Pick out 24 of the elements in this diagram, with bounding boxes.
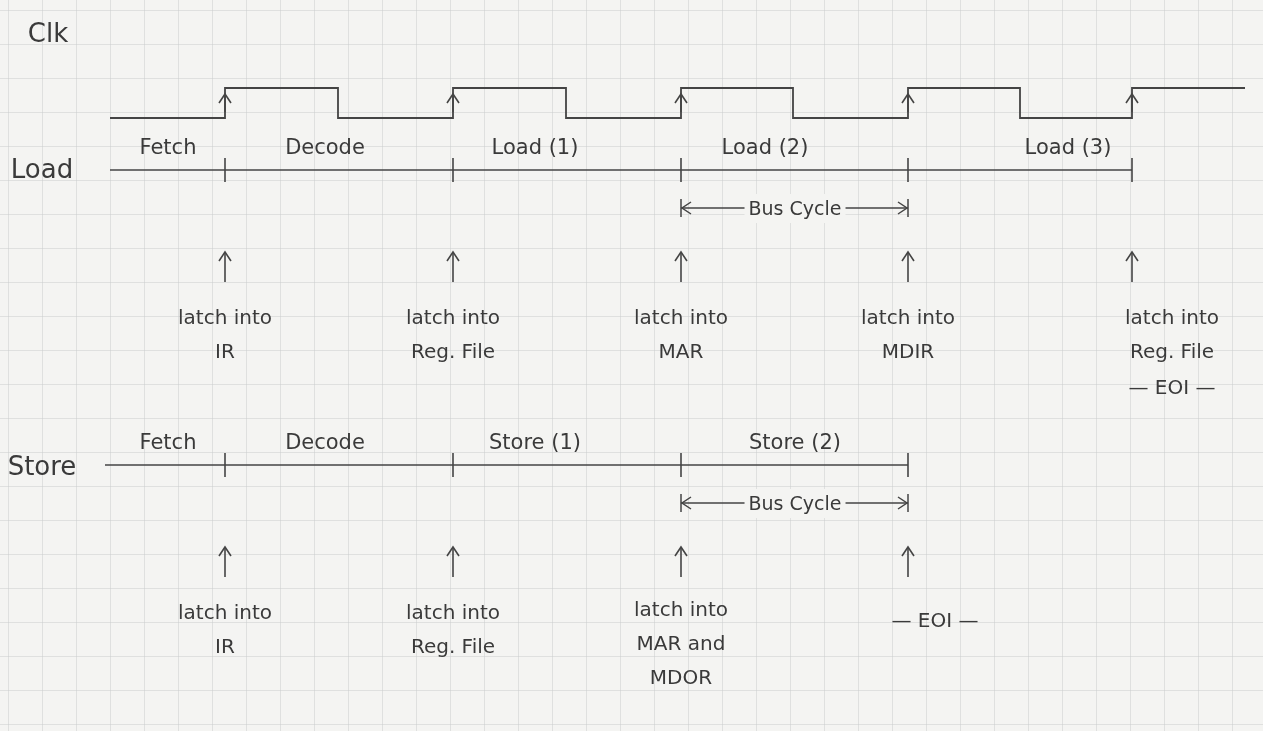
phase-label: Load (2) xyxy=(721,134,809,161)
phase-label: Store (1) xyxy=(489,429,581,456)
phase-label: Decode xyxy=(285,134,365,161)
phase-label: Store (2) xyxy=(749,429,841,456)
event-note: latch into MDIR xyxy=(860,304,956,365)
event-note: latch into IR xyxy=(177,599,273,660)
phase-label: Load (1) xyxy=(491,134,579,161)
event-note: latch into MAR xyxy=(633,304,729,365)
bus-cycle-label: Bus Cycle xyxy=(744,194,846,223)
bus-cycle-label: Bus Cycle xyxy=(744,489,846,518)
event-note: latch into MAR and MDOR xyxy=(633,596,729,691)
phase-label: Fetch xyxy=(139,134,197,161)
event-note: latch into Reg. File xyxy=(1124,304,1220,365)
signal-name: Clk xyxy=(27,17,69,50)
phase-label: Load (3) xyxy=(1024,134,1112,161)
phase-label: Decode xyxy=(285,429,365,456)
end-of-instruction-note: — EOI — xyxy=(891,607,979,634)
signal-name: Load xyxy=(10,153,74,186)
end-of-instruction-note: — EOI — xyxy=(1128,374,1216,401)
event-note: latch into Reg. File xyxy=(405,599,501,660)
event-note: latch into Reg. File xyxy=(405,304,501,365)
phase-label: Fetch xyxy=(139,429,197,456)
event-note: latch into IR xyxy=(177,304,273,365)
signal-name: Store xyxy=(7,450,77,483)
